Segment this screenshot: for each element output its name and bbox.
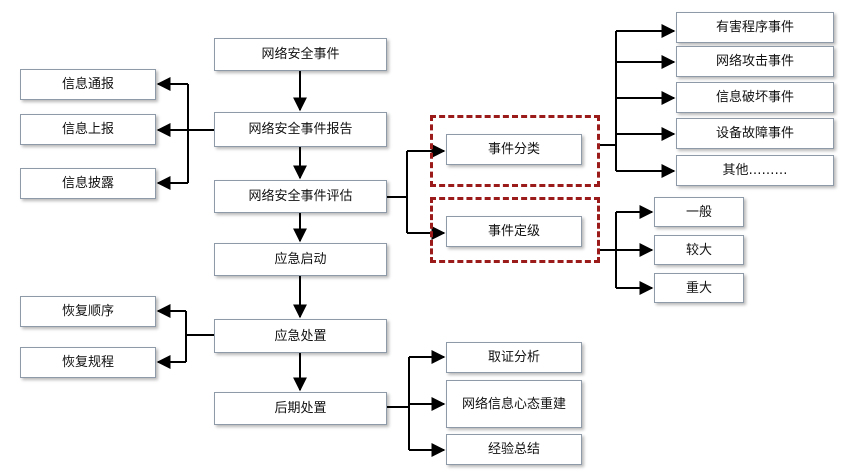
- node-type-other: 其他………: [676, 155, 834, 186]
- node-level-major: 重大: [654, 273, 744, 303]
- node-info-notify: 信息通报: [20, 69, 156, 100]
- node-event-classification: 事件分类: [446, 134, 582, 165]
- node-forensic-analysis: 取证分析: [446, 342, 582, 373]
- grade-dashed-group: [430, 197, 600, 263]
- node-event-assessment: 网络安全事件评估: [214, 180, 387, 213]
- classify-dashed-group: [430, 115, 600, 187]
- node-mindset-rebuild: 网络信息心态重建: [446, 380, 582, 428]
- node-info-disclose: 信息披露: [20, 168, 156, 199]
- node-type-damage: 信息破坏事件: [676, 82, 834, 113]
- node-post-handling: 后期处置: [214, 392, 387, 425]
- node-recovery-rules: 恢复规程: [20, 347, 156, 378]
- node-type-malware: 有害程序事件: [676, 12, 834, 43]
- node-security-event: 网络安全事件: [214, 38, 387, 71]
- node-type-fault: 设备故障事件: [676, 118, 834, 149]
- node-event-grading: 事件定级: [446, 216, 582, 247]
- node-event-report: 网络安全事件报告: [214, 112, 387, 147]
- node-type-attack: 网络攻击事件: [676, 46, 834, 77]
- node-level-large: 较大: [654, 235, 744, 265]
- node-emergency-start: 应急启动: [214, 243, 387, 276]
- node-info-submit: 信息上报: [20, 114, 156, 145]
- node-lessons-summary: 经验总结: [446, 434, 582, 465]
- node-emergency-handling: 应急处置: [214, 319, 387, 353]
- node-recovery-order: 恢复顺序: [20, 296, 156, 327]
- node-level-general: 一般: [654, 197, 744, 227]
